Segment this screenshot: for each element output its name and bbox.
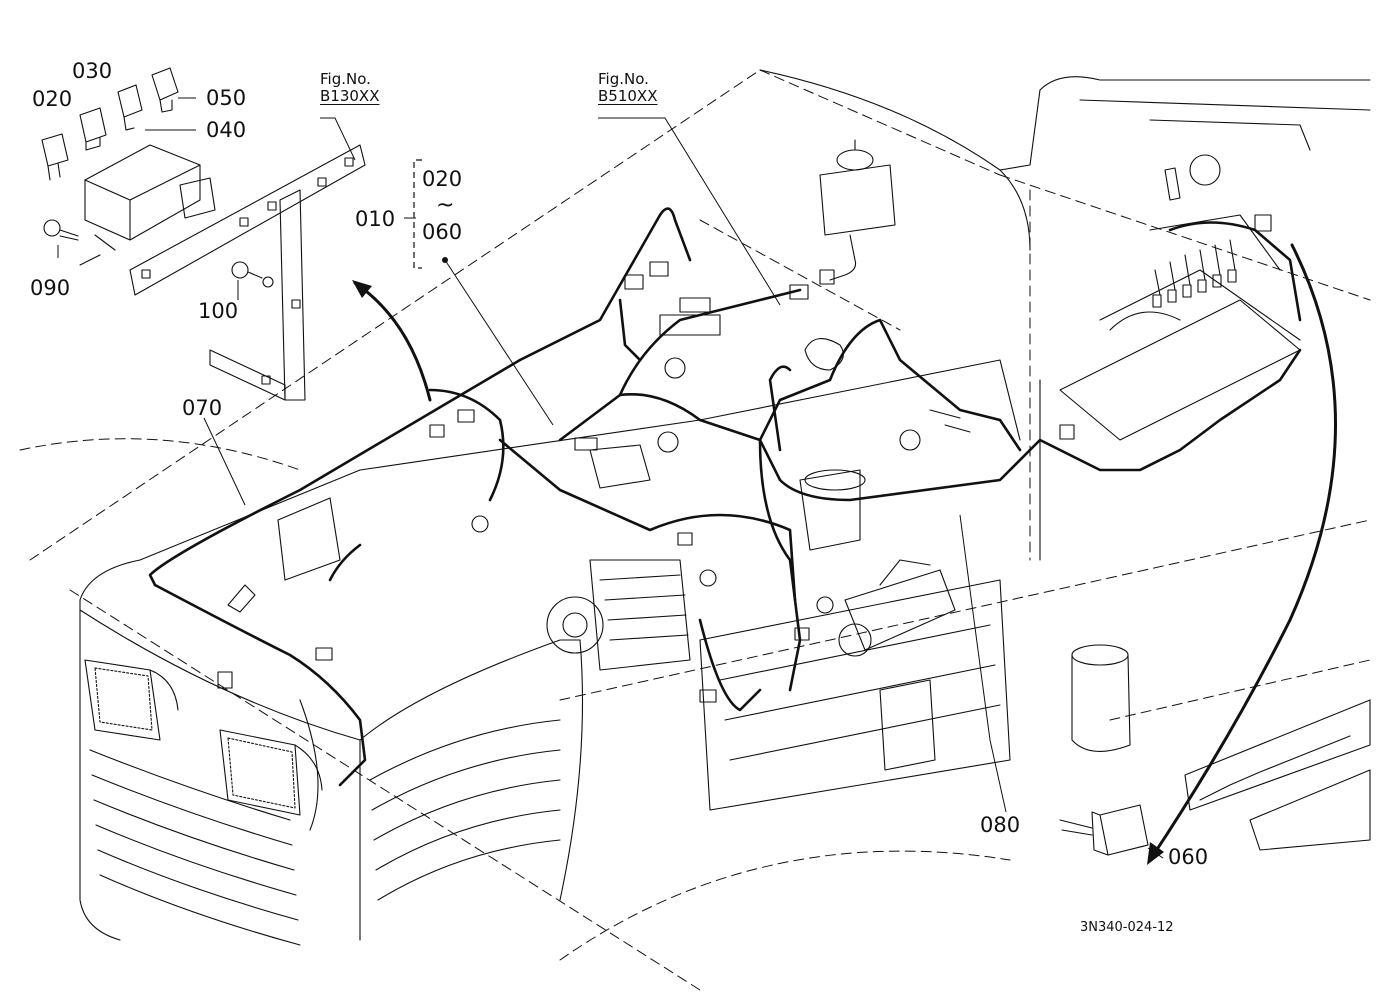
part-label-100: 100 <box>198 299 239 323</box>
figure-ref-number: B130XX <box>320 87 380 106</box>
fuse-030 <box>79 107 107 151</box>
part-label-060-group: 060 <box>422 220 463 244</box>
arrow-heads <box>352 280 1164 865</box>
front-grille <box>89 719 561 946</box>
part-label-070: 070 <box>182 396 223 420</box>
step-plate <box>1184 699 1371 851</box>
dash-panel <box>1059 154 1301 441</box>
headlight-right <box>219 729 323 816</box>
connectors <box>217 214 1272 703</box>
part-label-060: 060 <box>1168 845 1209 869</box>
part-label-040: 040 <box>206 118 247 142</box>
part-label-020-group: 020 <box>422 167 463 191</box>
part-label-020: 020 <box>32 87 73 111</box>
figure-ref-label: Fig.No. <box>320 70 371 88</box>
leader-lines <box>57 97 1164 859</box>
engine-block <box>699 469 1011 811</box>
main-wiring-harness <box>148 207 1302 787</box>
leader-dot <box>442 257 448 263</box>
figure-ref-b510: Fig.No. B510XX <box>598 70 658 106</box>
sensors-cluster <box>1109 239 1237 331</box>
reservoir <box>819 139 896 281</box>
hood-body <box>79 359 1021 941</box>
figure-ref-label: Fig.No. <box>598 70 649 88</box>
relay-060-detail <box>1059 804 1149 856</box>
fuse-020 <box>41 133 69 181</box>
callout-arrows <box>353 243 1337 862</box>
part-label-080: 080 <box>980 813 1021 837</box>
headlight-left <box>84 659 179 741</box>
starter-motor <box>838 559 956 657</box>
part-label-050: 050 <box>206 86 247 110</box>
fuel-filler-neck <box>1071 644 1131 752</box>
range-separator: ~ <box>436 193 455 218</box>
drawing-code: 3N340-024-12 <box>1080 920 1174 935</box>
cab-frame <box>759 69 1371 561</box>
bolt-090 <box>43 219 79 241</box>
part-label-030: 030 <box>72 59 113 83</box>
figure-ref-number: B510XX <box>598 87 658 106</box>
relay-box-assembly <box>79 144 216 266</box>
mounting-bracket <box>129 144 366 401</box>
bracket-brace <box>413 159 422 269</box>
part-label-090: 090 <box>30 276 71 300</box>
part-label-010: 010 <box>355 207 396 231</box>
alternator <box>546 559 691 671</box>
figure-ref-b130: Fig.No. B130XX <box>320 70 380 106</box>
relay-040 <box>117 84 143 131</box>
bolt-100 <box>231 261 274 288</box>
relay-050 <box>151 67 179 113</box>
